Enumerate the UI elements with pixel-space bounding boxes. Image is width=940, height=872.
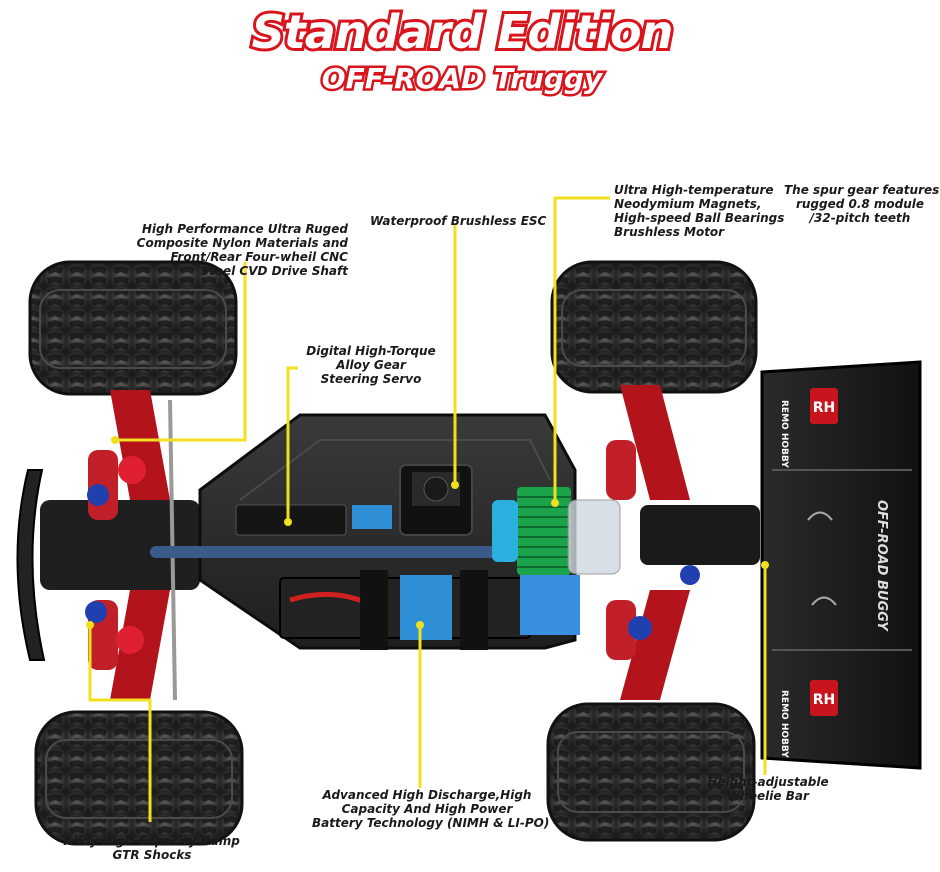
callout-line-motor (553, 196, 610, 503)
callout-battery: Advanced High Discharge,High Capacity An… (312, 788, 550, 830)
callout-text: Capacity And High Power (341, 802, 513, 816)
callout-text: Height-adjustable (707, 775, 829, 789)
callout-text: Battery Technology (NIMH & LI-PO) (312, 816, 550, 830)
callout-line-servo (286, 366, 298, 522)
callout-text: High-speed Ball Bearings (614, 211, 785, 225)
title-group: Standard Edition OFF-ROAD Truggy (249, 2, 677, 98)
tire-front-bottom (34, 710, 244, 846)
callout-esc: Waterproof Brushless ESC (370, 214, 546, 228)
callout-text: Brushless Motor (614, 225, 725, 239)
callout-text: /32-pitch teeth (809, 211, 911, 225)
callout-text: rugged 0.8 module (795, 197, 925, 211)
callout-text: The spur gear features (784, 183, 940, 197)
spur-gear-cover (567, 499, 621, 575)
subtitle: OFF-ROAD Truggy (322, 62, 604, 95)
rear-suspension (606, 385, 760, 700)
drive-shaft (150, 546, 510, 558)
callout-shocks: Alloy High-Capacity Damp GTR Shocks (54, 834, 250, 862)
front-bulkhead (40, 500, 200, 590)
battery (279, 570, 580, 650)
callout-materials: High Performance Ultra Ruged Composite N… (118, 222, 348, 278)
brushless-motor (492, 487, 571, 575)
tire-rear-bottom (546, 702, 756, 842)
tire-front-top (28, 260, 238, 396)
callout-servo: Digital High-Torque Alloy Gear Steering … (296, 344, 446, 386)
chassis-rib (239, 439, 551, 501)
front-bumper (16, 469, 46, 661)
callout-text: Ultra High-temperature (614, 183, 774, 197)
callout-text: Digital High-Torque (306, 344, 436, 358)
title: Standard Edition (252, 5, 673, 59)
callout-line-shocks (88, 625, 152, 822)
callout-text: Wheelie Bar (727, 789, 809, 803)
callout-text: Alloy High-Capacity Damp (64, 834, 240, 848)
callout-text: Advanced High Discharge,High (322, 788, 532, 802)
wing-logo-bottom: RH (813, 692, 836, 708)
callout-text: Steel CVD Drive Shaft (200, 264, 348, 278)
rear-wing: RH RH REMO HOBBY REMO HOBBY OFF-ROAD BUG… (760, 360, 922, 770)
callout-text: Neodymium Magnets, (614, 197, 762, 211)
callout-text: Composite Nylon Materials and (136, 236, 348, 250)
callout-text: Front/Rear Four-wheil CNC (170, 250, 348, 264)
callout-line-materials (115, 262, 247, 442)
wing-logo-top: RH (813, 400, 836, 416)
receiver (352, 505, 392, 529)
front-suspension (85, 390, 177, 701)
esc (399, 464, 473, 536)
callout-spur-gear: The spur gear features rugged 0.8 module… (784, 183, 940, 225)
callout-dots (86, 436, 769, 629)
wing-brand-bottom: REMO HOBBY (779, 690, 789, 758)
callout-text: Waterproof Brushless ESC (370, 214, 547, 228)
callout-text: Steering Servo (320, 372, 422, 386)
callout-wheelie-bar: Height-adjustable Wheelie Bar (700, 775, 836, 803)
callout-motor: Ultra High-temperature Neodymium Magnets… (614, 183, 784, 239)
wing-decal: OFF-ROAD BUGGY (874, 500, 889, 632)
callout-text: Alloy Gear (336, 358, 406, 372)
callout-lines (88, 196, 767, 822)
callout-text: GTR Shocks (112, 848, 192, 862)
wing-brand-top: REMO HOBBY (779, 400, 789, 468)
callout-text: High Performance Ultra Ruged (141, 222, 348, 236)
tire-rear-top (550, 260, 758, 394)
